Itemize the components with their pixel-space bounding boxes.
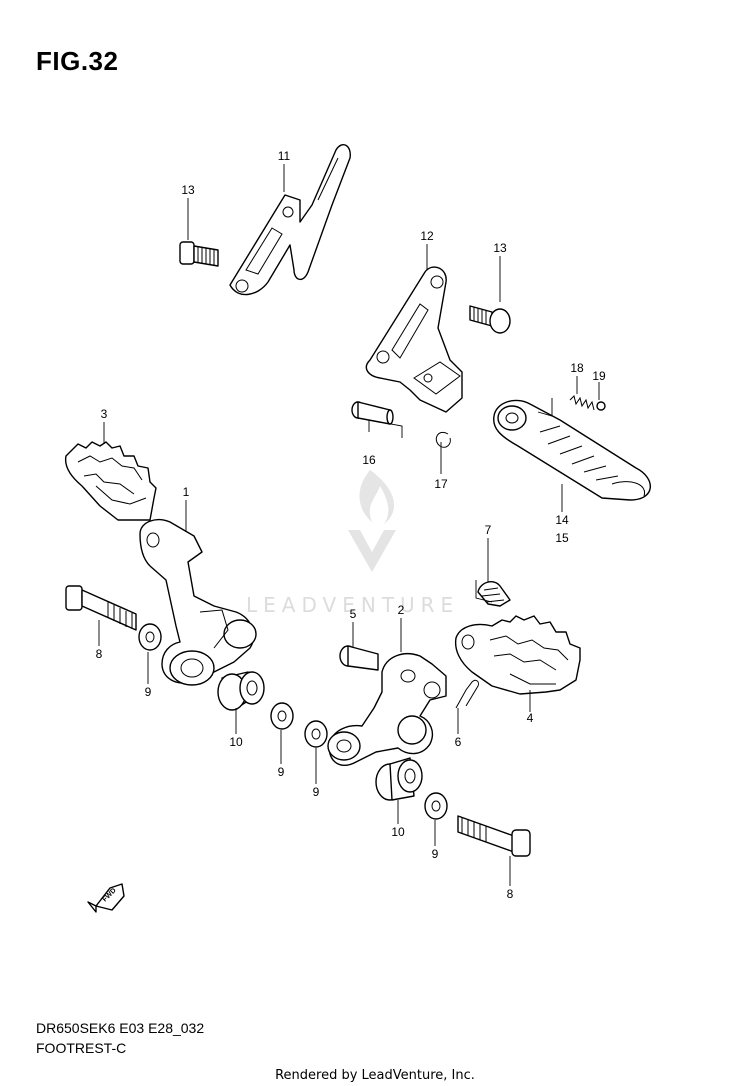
part-13-bolt-right <box>469 305 511 334</box>
callout-11: 11 <box>278 149 291 163</box>
callout-18: 18 <box>570 361 584 375</box>
callout-9-d: 9 <box>432 847 439 861</box>
callout-16: 16 <box>362 453 376 467</box>
callout-5: 5 <box>350 607 357 621</box>
callout-2: 2 <box>398 603 405 617</box>
part-4-footpeg-right <box>454 615 581 695</box>
callout-8-right: 8 <box>507 887 514 901</box>
callout-13-left: 13 <box>181 183 195 197</box>
part-6-cotter <box>455 679 479 709</box>
part-12-bracket <box>365 266 463 413</box>
part-8-bolt-right <box>457 815 531 857</box>
callout-9-c: 9 <box>313 785 320 799</box>
part-11-bracket <box>229 144 351 296</box>
callout-17: 17 <box>434 477 448 491</box>
callout-6: 6 <box>455 735 462 749</box>
callout-9-a: 9 <box>145 685 152 699</box>
part-8-bolt-left <box>65 585 137 631</box>
callout-12: 12 <box>420 229 434 243</box>
callout-19: 19 <box>592 369 606 383</box>
part-10-bushing-left <box>217 671 265 711</box>
watermark-text: LEADVENTURE <box>246 593 459 617</box>
part-14-15-footpeg <box>493 399 651 501</box>
part-18-spring <box>569 395 595 411</box>
part-3-footpeg-left <box>64 441 157 521</box>
watermark-logo: LEADVENTURE <box>246 470 459 617</box>
part-9-washer-1 <box>138 623 162 651</box>
callout-15: 15 <box>555 531 569 545</box>
callout-10-right: 10 <box>391 825 405 839</box>
callout-1: 1 <box>183 485 190 499</box>
part-2-footrest-arm <box>327 653 447 767</box>
fwd-arrow-icon: FWD <box>87 883 125 913</box>
part-1-footrest-arm <box>139 518 257 686</box>
part-7-spring <box>477 581 511 607</box>
part-9-washer-2 <box>270 702 294 730</box>
part-17-clip <box>435 432 451 448</box>
section-name: FOOTREST-C <box>36 1040 127 1056</box>
callout-13-right: 13 <box>493 241 507 255</box>
callout-8-left: 8 <box>96 647 103 661</box>
figure-title: FIG.32 <box>36 46 119 76</box>
part-13-bolt-upper-left <box>179 241 219 267</box>
model-code: DR650SEK6 E03 E28_032 <box>36 1020 205 1036</box>
callout-4: 4 <box>527 711 534 725</box>
callout-7: 7 <box>485 523 492 537</box>
part-10-bushing-right <box>375 757 423 801</box>
callout-14: 14 <box>555 513 569 527</box>
render-credit: Rendered by LeadVenture, Inc. <box>275 1068 475 1083</box>
callouts: 11 13 12 13 18 19 3 16 17 1 14 15 7 2 5 … <box>96 149 606 901</box>
leader-lines <box>98 164 600 886</box>
callout-10-left: 10 <box>229 735 243 749</box>
callout-9-b: 9 <box>278 765 285 779</box>
part-9-washer-3 <box>304 720 328 748</box>
part-5-pin <box>339 645 379 671</box>
part-9-washer-4 <box>424 792 448 820</box>
callout-3: 3 <box>101 407 108 421</box>
part-19-ball <box>596 401 606 411</box>
